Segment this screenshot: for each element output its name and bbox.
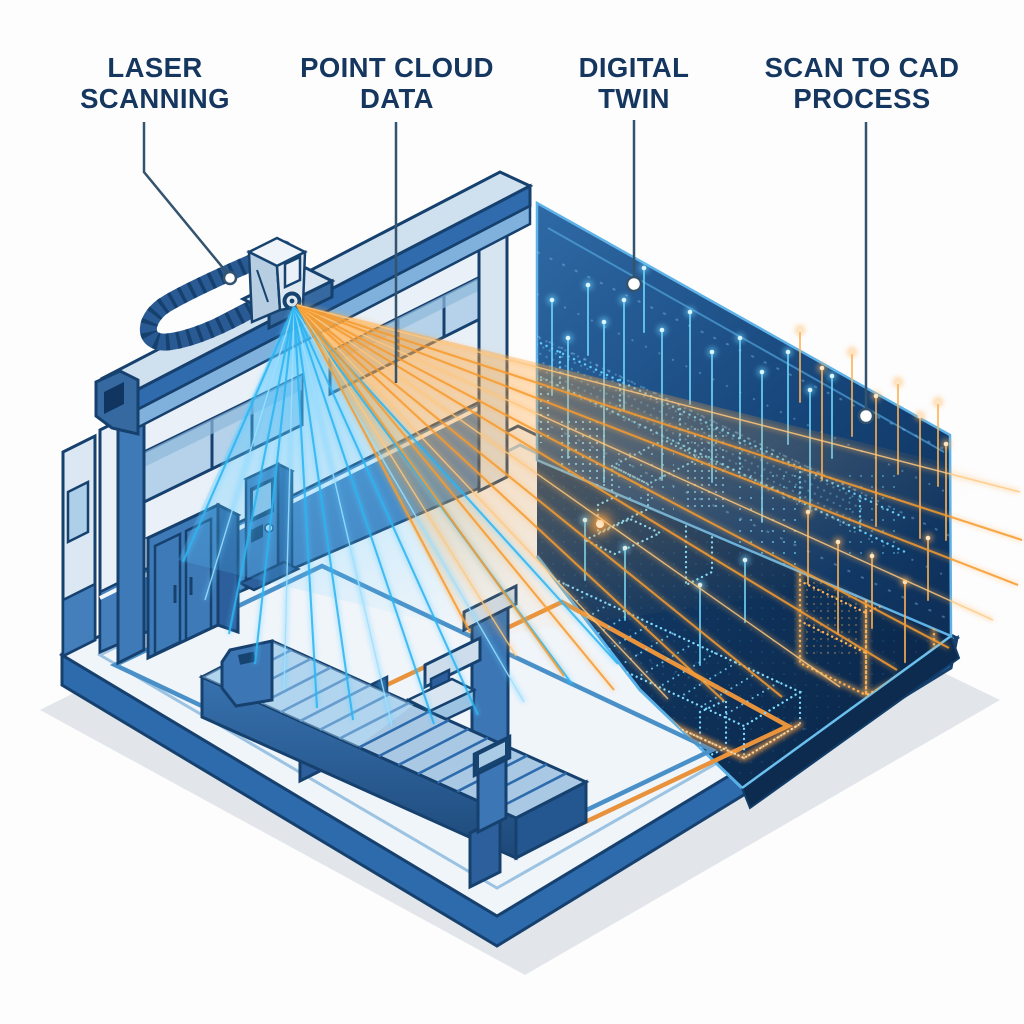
label-scan-to-cad-process: SCAN TO CAD PROCESS [732, 52, 992, 114]
leader-dot [857, 407, 875, 425]
laser-beam-fans [178, 303, 1023, 727]
label-line: DIGITAL [578, 52, 690, 83]
label-point-cloud-data: POINT CLOUD DATA [267, 52, 527, 114]
label-line: TWIN [598, 83, 670, 114]
label-line: POINT CLOUD [300, 52, 494, 83]
label-line: SCANNING [80, 83, 230, 114]
laser-scanner [239, 236, 336, 331]
leader-dot [625, 275, 643, 293]
nose-display [237, 651, 256, 665]
cable-chain [139, 240, 293, 351]
laser-beams-orange [296, 304, 1023, 702]
leader-dot [222, 270, 238, 286]
conveyor-belt [198, 583, 590, 890]
leader-dots [222, 270, 875, 425]
label-laser-scanning: LASER SCANNING [25, 52, 285, 114]
side-wall-window [66, 479, 90, 545]
label-line: SCAN TO CAD [764, 52, 960, 83]
conveyor-nose [220, 639, 274, 708]
label-digital-twin: DIGITAL TWIN [504, 52, 764, 114]
control-pedestal [472, 733, 512, 835]
side-end-wall [61, 433, 97, 659]
leader-lines [142, 120, 868, 409]
label-line: LASER [107, 52, 203, 83]
leader-laser-scanning [142, 122, 229, 275]
rail-support-column [116, 396, 146, 666]
label-line: DATA [360, 83, 434, 114]
scanner-window [283, 255, 302, 289]
label-line: PROCESS [793, 83, 931, 114]
